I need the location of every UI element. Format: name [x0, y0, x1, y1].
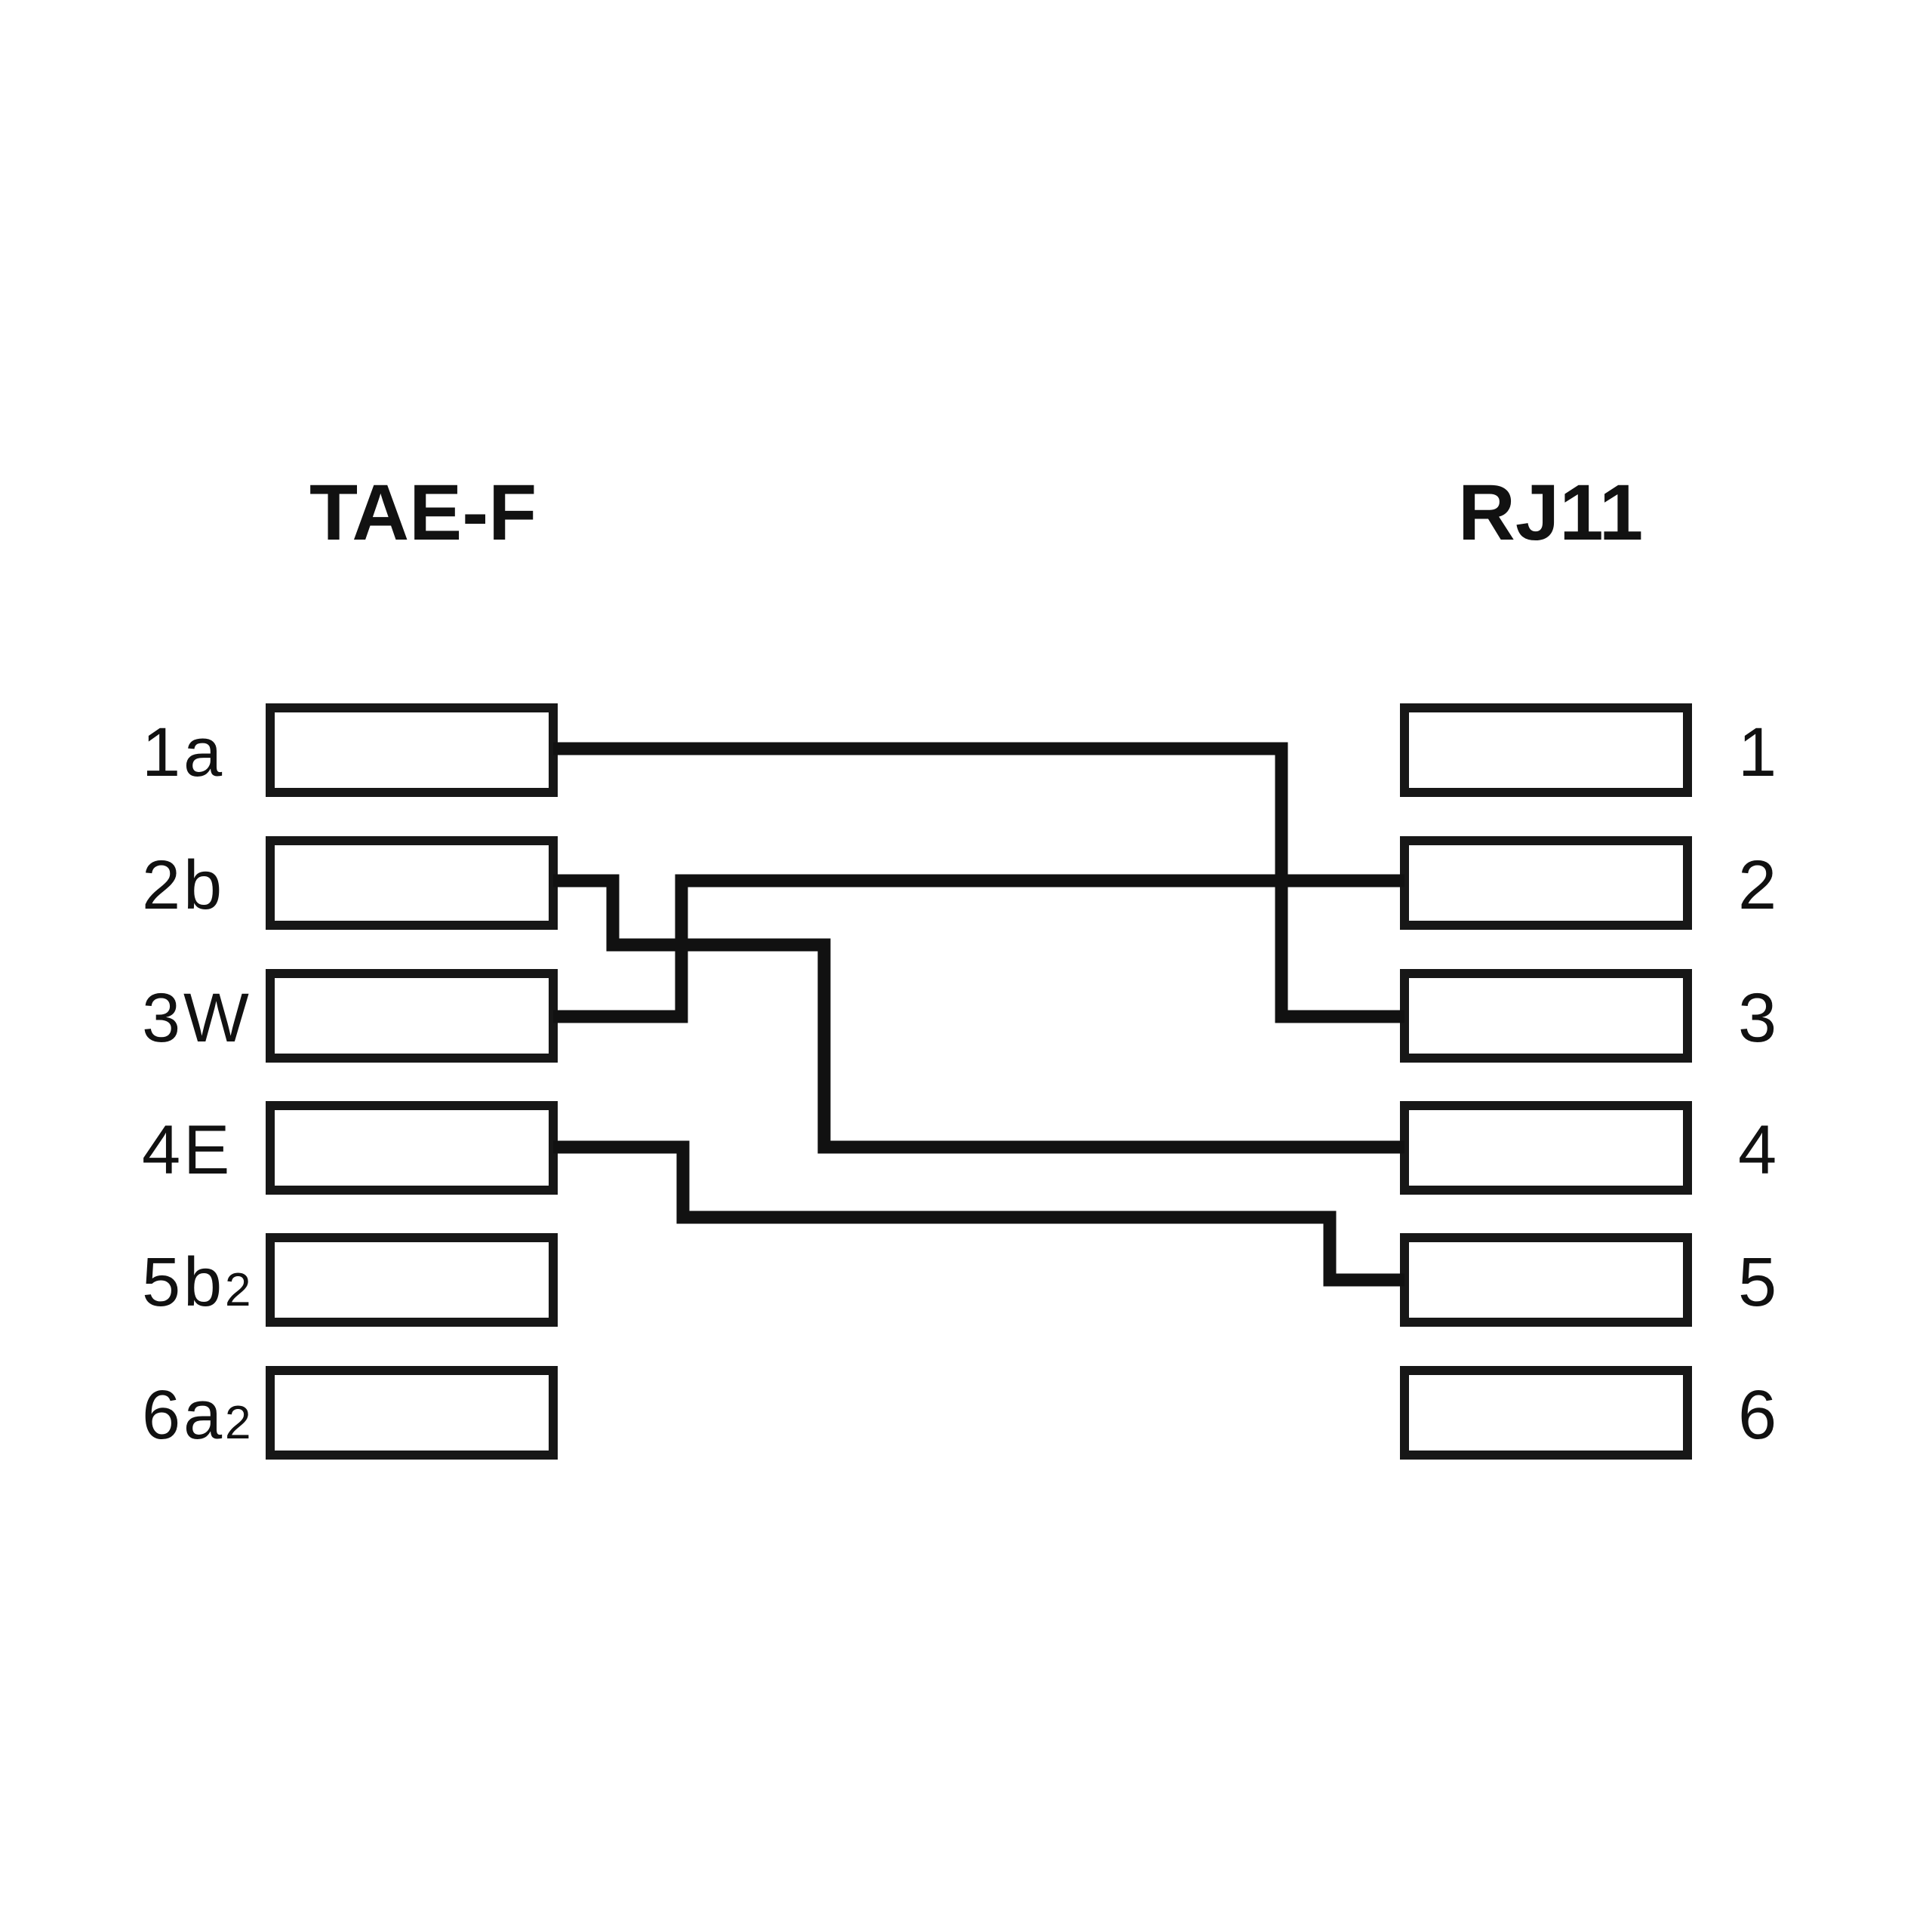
- right-pin-label-5: 5: [1738, 1244, 1777, 1321]
- left-pin-label-5b2-base: 5: [142, 1244, 180, 1321]
- left-pin-label-6a2: 6 a 2: [142, 1377, 251, 1454]
- left-pin-label-4E-base: 4: [142, 1112, 180, 1189]
- right-pin-box-3[interactable]: [1400, 969, 1692, 1063]
- right-pin-label-2: 2: [1738, 847, 1777, 924]
- right-pin-box-4[interactable]: [1400, 1101, 1692, 1195]
- left-connector-title: TAE-F: [309, 469, 537, 557]
- left-pin-label-2b-base: 2: [142, 847, 180, 924]
- left-pin-label-3W-base: 3: [142, 980, 180, 1057]
- right-pin-label-1: 1: [1738, 714, 1777, 791]
- left-pin-label-1a-suffix: a: [183, 714, 223, 791]
- right-pin-label-3: 3: [1738, 980, 1777, 1057]
- left-pin-box-1a[interactable]: [266, 703, 558, 797]
- right-connector-title: RJ11: [1458, 469, 1643, 557]
- left-pin-box-5b2[interactable]: [266, 1233, 558, 1327]
- right-pin-label-4: 4: [1738, 1112, 1777, 1189]
- left-pin-label-1a-base: 1: [142, 714, 180, 791]
- right-pin-box-1[interactable]: [1400, 703, 1692, 797]
- left-pin-label-4E: 4 E: [142, 1112, 229, 1189]
- left-pin-label-6a2-subscript: 2: [225, 1397, 251, 1449]
- left-pin-label-5b2-subscript: 2: [225, 1264, 251, 1316]
- left-pin-box-6a2[interactable]: [266, 1366, 558, 1460]
- left-pin-label-3W-suffix: W: [183, 980, 249, 1057]
- wire-4E-to-5[interactable]: [553, 1140, 1404, 1287]
- left-pin-label-5b2-suffix: b: [183, 1244, 222, 1321]
- right-pin-box-2[interactable]: [1400, 836, 1692, 930]
- left-pin-label-2b-suffix: b: [183, 847, 222, 924]
- right-pin-box-5[interactable]: [1400, 1233, 1692, 1327]
- left-pin-label-2b: 2 b: [142, 847, 222, 924]
- left-pin-label-4E-suffix: E: [183, 1112, 229, 1189]
- right-pin-label-6: 6: [1738, 1377, 1777, 1454]
- left-pin-box-3W[interactable]: [266, 969, 558, 1063]
- left-pin-label-6a2-suffix: a: [183, 1377, 223, 1454]
- left-pin-box-4E[interactable]: [266, 1101, 558, 1195]
- left-pin-box-2b[interactable]: [266, 836, 558, 930]
- left-pin-label-6a2-base: 6: [142, 1377, 180, 1454]
- wire-2b-to-4[interactable]: [553, 874, 1404, 1154]
- left-pin-label-5b2: 5 b 2: [142, 1244, 251, 1321]
- left-pin-label-3W: 3 W: [142, 980, 249, 1057]
- left-pin-label-1a: 1 a: [142, 714, 223, 791]
- right-pin-box-6[interactable]: [1400, 1366, 1692, 1460]
